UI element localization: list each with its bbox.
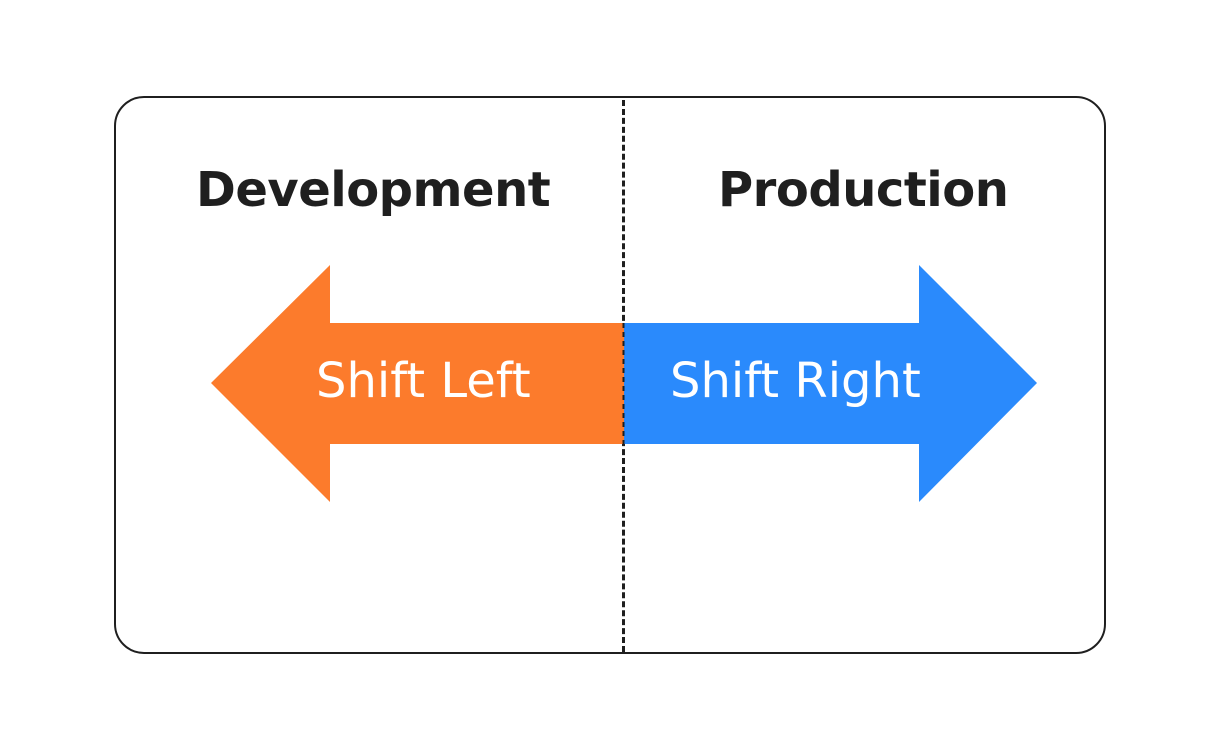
diagram-frame (114, 96, 1106, 654)
left-arrow-icon (211, 265, 624, 502)
shift-left-label: Shift Left (316, 353, 531, 409)
production-heading: Production (718, 162, 1009, 218)
right-arrow-icon (624, 265, 1037, 502)
development-heading: Development (196, 162, 551, 218)
shift-right-label: Shift Right (670, 353, 921, 409)
